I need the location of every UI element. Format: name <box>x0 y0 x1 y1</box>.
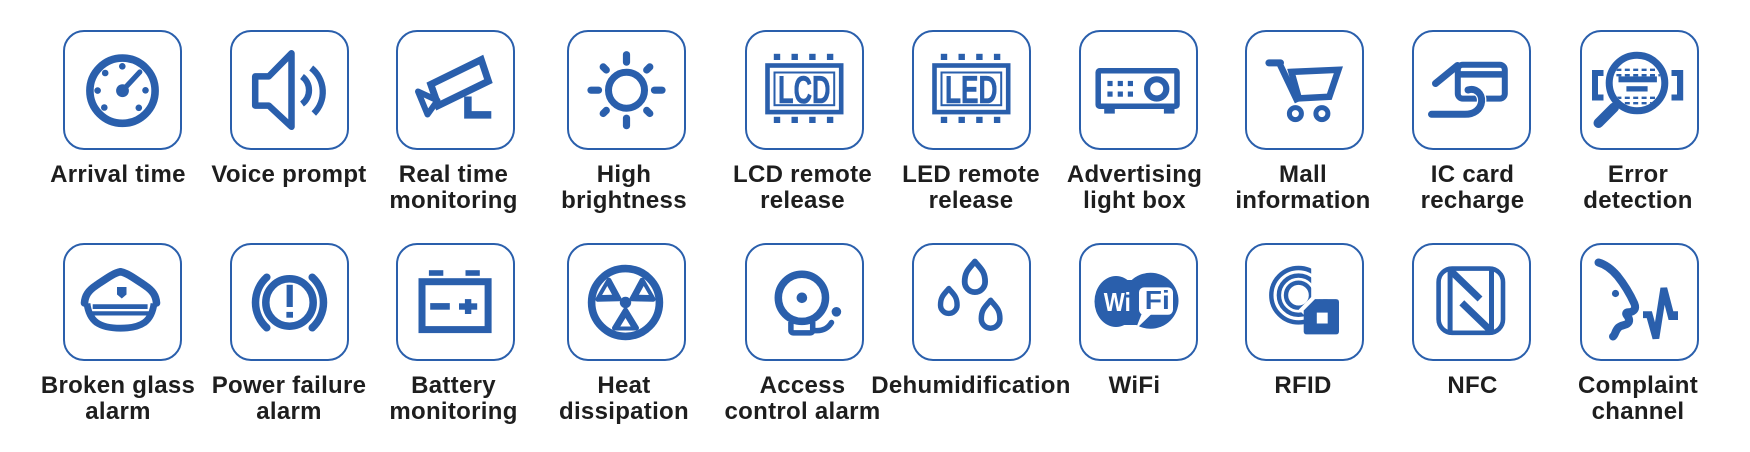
svg-text:LCD: LCD <box>778 69 831 112</box>
svg-text:Fi: Fi <box>1145 285 1170 315</box>
svg-text:LED: LED <box>945 69 998 112</box>
svg-text:Wi: Wi <box>1104 287 1131 317</box>
